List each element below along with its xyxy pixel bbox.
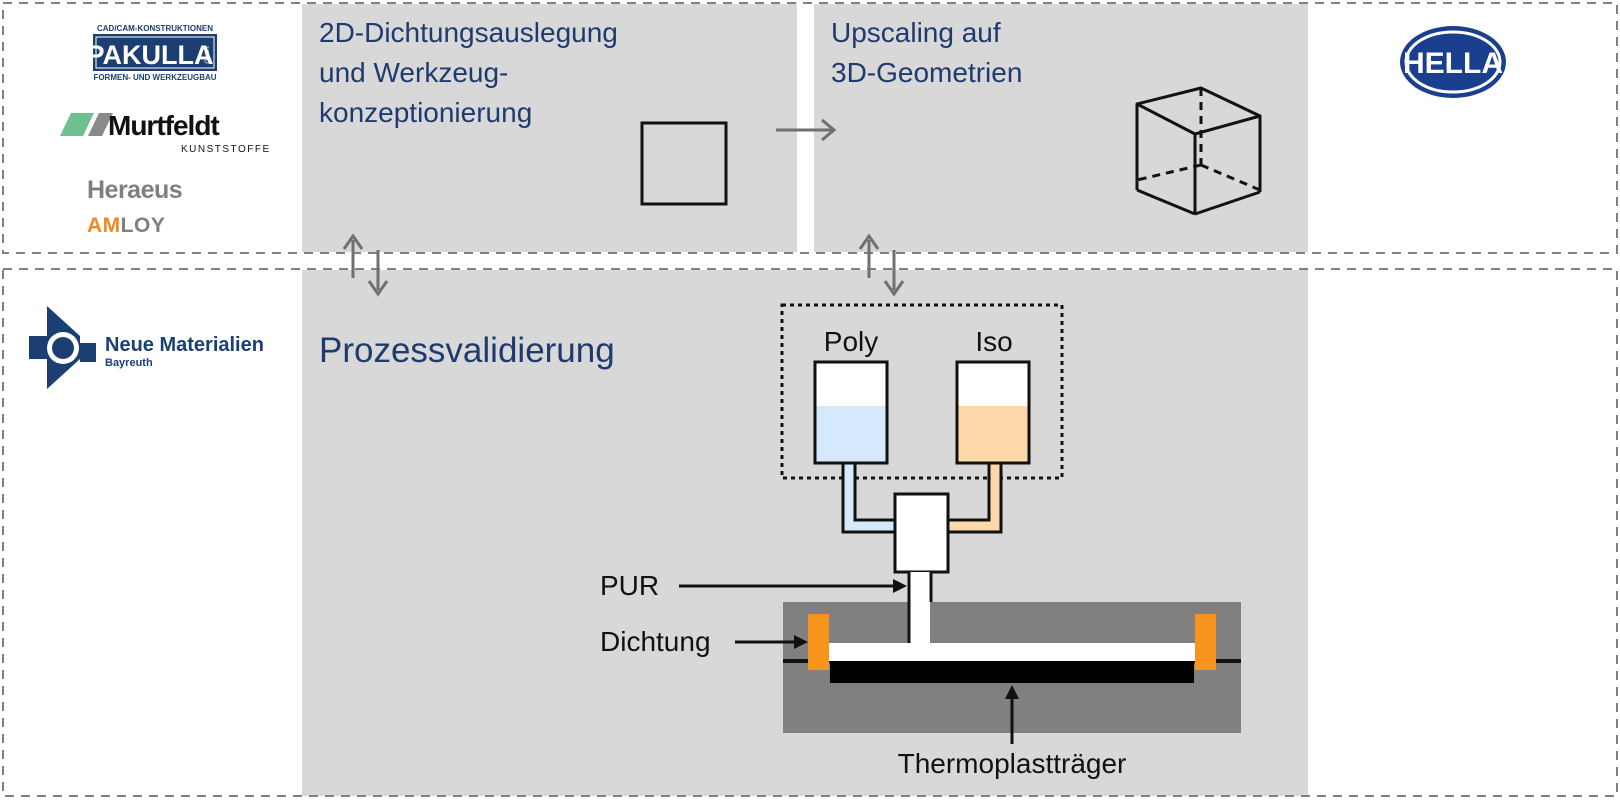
murtfeldt-logo: Murtfeldt KUNSTSTOFFE [60,110,271,155]
pur-sprue [910,572,930,643]
upscaling-title-line-2: 3D-Geometrien [831,57,1022,88]
amloy-rest: LOY [121,214,166,237]
top-row-frame [2,2,1618,254]
pakulla-name-box [93,34,217,71]
pur-pointer-arrow [679,579,907,593]
carrier-label: Thermoplastträger [898,748,1127,779]
murtfeldt-stripe-green [60,113,94,136]
poly-tank [813,360,889,465]
bottom-row-frame [2,268,1618,797]
validation-title: Prozessvalidierung [319,331,615,370]
pur-channel [829,643,1196,661]
upscaling-title-line-1: Upscaling auf [831,17,1001,48]
bidirectional-arrow-left-icon [342,233,389,297]
amloy-accent: AM [87,214,121,237]
nmb-sub: Bayreuth [105,357,153,369]
pakulla-logo: CAD/CAM-KONSTRUKTIONEN PAKULLA GmbH FORM… [87,24,217,82]
seal-left [808,614,829,670]
upscaling-panel [814,4,1308,252]
iso-label: Iso [975,326,1012,357]
heraeus-name: Heraeus [87,176,182,204]
seal-right [1195,614,1216,670]
pakulla-top-line: CAD/CAM-KONSTRUKTIONEN [97,24,213,33]
design-panel [302,4,797,252]
pakulla-bottom-line: FORMEN- UND WERKZEUGBAU [93,73,216,82]
murtfeldt-name: Murtfeldt [108,110,219,141]
nmb-name: Neue Materialien [105,334,264,356]
iso-tank-fluid [957,406,1029,463]
right-arrow-icon [776,118,837,142]
murtfeldt-sub: KUNSTSTOFFE [181,144,271,155]
seal-label: Dichtung [600,626,711,657]
pakulla-name: PAKULLA [87,40,214,70]
poly-tank-fluid [815,406,887,463]
thermoplastic-carrier [830,661,1194,683]
cube-3d-icon [1135,86,1262,216]
design-title: 2D-Dichtungsauslegung und Werkzeug- konz… [319,17,618,128]
bidirectional-arrow-right-icon [858,233,905,297]
square-2d-icon [640,121,728,206]
poly-label: Poly [824,326,878,357]
hella-name: HELLA [1403,47,1503,80]
design-title-line-1: 2D-Dichtungsauslegung [319,17,618,48]
mixing-head [893,492,950,574]
nmb-logo: Neue Materialien Bayreuth [29,306,264,389]
dosing-unit-frame [780,303,1064,480]
hella-logo: HELLA [1400,26,1506,98]
carrier-pointer-arrow [1005,685,1019,744]
design-title-line-2: und Werkzeug- [319,57,508,88]
upscaling-title: Upscaling auf 3D-Geometrien [831,17,1022,88]
heraeus-amloy-logo: Heraeus AMLOY [87,176,183,237]
pur-label: PUR [600,570,659,601]
hella-oval [1400,26,1506,98]
seal-pointer-arrow [735,635,808,649]
svg-text:AMLOY: AMLOY [87,214,165,237]
pakulla-suffix: GmbH [205,46,211,63]
design-title-line-3: konzeptionierung [319,97,532,128]
murtfeldt-stripe-gray [88,113,113,136]
iso-tank [955,360,1031,465]
